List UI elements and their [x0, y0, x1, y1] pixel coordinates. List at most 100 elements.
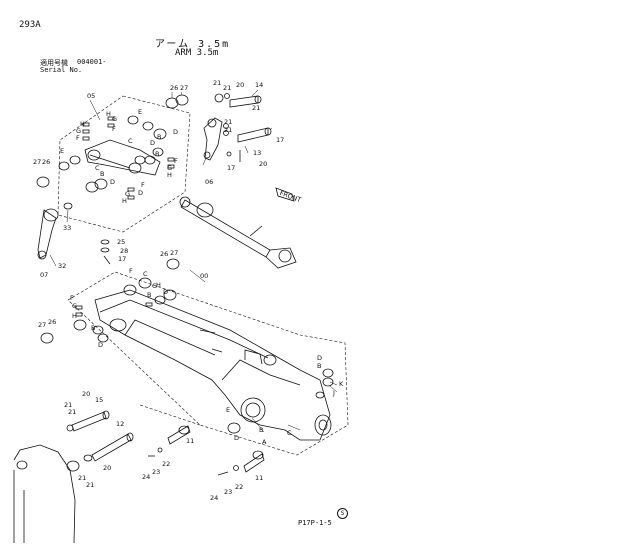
callout-B5: B — [91, 324, 95, 332]
callout-23a: 23 — [152, 468, 160, 476]
applicable-number: 004001- — [77, 58, 107, 66]
callout-21g: 21 — [68, 408, 76, 416]
footer-code: P17P-1-5 — [298, 519, 332, 527]
callout-20c: 20 — [82, 390, 90, 398]
callout-G6: G — [72, 302, 77, 310]
callout-group-00: 00 — [200, 272, 208, 280]
callout-E1: E — [138, 108, 142, 116]
callout-33: 33 — [63, 224, 71, 232]
callout-H4: H — [122, 197, 127, 205]
callout-D2: D — [150, 139, 155, 147]
group-00-box — [67, 271, 349, 456]
callout-21i: 21 — [86, 481, 94, 489]
callout-C4: C — [287, 429, 292, 437]
callout-17b: 17 — [227, 164, 235, 172]
callout-H6: H — [72, 312, 77, 320]
callout-group-05: 05 — [87, 92, 95, 100]
front-arrow — [275, 187, 295, 202]
callout-E3: E — [226, 406, 230, 414]
callout-15: 15 — [95, 396, 103, 404]
callout-G5: G — [152, 282, 157, 290]
bucket-cylinder — [179, 196, 297, 269]
callout-F1: F — [76, 134, 80, 142]
callout-20b: 20 — [259, 160, 267, 168]
callout-B6: B — [317, 362, 321, 370]
diagram-title-en: ARM 3.5m — [175, 48, 219, 58]
callout-F6: F — [70, 294, 74, 302]
serial-label: Serial No. — [40, 66, 83, 74]
callout-G2: G — [112, 115, 117, 123]
callout-G4: G — [125, 190, 130, 198]
callout-22b: 22 — [235, 483, 243, 491]
callout-G3: G — [167, 164, 172, 172]
callout-H1: H — [80, 120, 85, 128]
callout-labels: 05 00 06 07 26 27 21 21 20 14 21 21 21 1… — [33, 79, 344, 502]
callout-21: 21 — [213, 79, 221, 87]
callout-24a: 24 — [142, 473, 150, 481]
pin-11-upper — [148, 425, 191, 457]
callout-group-06: 06 — [205, 178, 213, 186]
callout-D7: D — [317, 354, 322, 362]
pin-15 — [66, 410, 110, 432]
callout-13: 13 — [253, 149, 261, 157]
callout-17: 17 — [276, 136, 284, 144]
callout-K: K — [339, 380, 344, 388]
callout-B7: B — [259, 426, 263, 434]
callout-20: 20 — [236, 81, 244, 89]
small-bolts-upper — [82, 116, 175, 200]
callout-G1: G — [76, 127, 81, 135]
callout-27: 27 — [180, 84, 188, 92]
callout-F5: F — [129, 267, 133, 275]
machine-frame-edge — [13, 444, 76, 544]
callout-H2: H — [106, 110, 111, 118]
callout-D4: D — [138, 189, 143, 197]
pin-12 — [66, 432, 134, 472]
callout-group-07: 07 — [40, 271, 48, 279]
arm-body — [94, 289, 332, 441]
callout-25: 25 — [117, 238, 125, 246]
pin-13 — [237, 127, 272, 143]
callout-27c: 27 — [170, 249, 178, 257]
footer-mark: S — [337, 508, 348, 519]
callout-C3: C — [143, 270, 148, 278]
group-05-box — [57, 95, 191, 233]
callout-D3: D — [110, 178, 115, 186]
arm-bushings — [40, 258, 334, 434]
callout-14: 14 — [255, 81, 263, 89]
callout-22a: 22 — [162, 460, 170, 468]
bolts-21 — [223, 93, 241, 162]
upper-bushings — [36, 94, 189, 193]
callout-F3: F — [174, 157, 178, 165]
callout-21e: 21 — [224, 126, 232, 134]
callout-17c: 17 — [118, 255, 126, 263]
callout-F2: F — [112, 125, 116, 133]
leader-lines — [49, 89, 338, 433]
callout-27b: 27 — [33, 158, 41, 166]
diagram-title-jp: アーム 3.5m — [155, 39, 231, 50]
page-code: 293A — [19, 20, 41, 30]
callout-D6: D — [98, 341, 103, 349]
link-06 — [203, 117, 223, 161]
callout-J: J — [332, 389, 335, 397]
callout-B3: B — [100, 170, 104, 178]
callout-28: 28 — [120, 247, 128, 255]
callout-26: 26 — [170, 84, 178, 92]
callout-D1: D — [173, 128, 178, 136]
callout-26b: 26 — [42, 158, 50, 166]
callout-24b: 24 — [210, 494, 218, 502]
pin-14 — [214, 93, 262, 108]
callout-H3: H — [167, 171, 172, 179]
callout-21b: 21 — [223, 84, 231, 92]
clamps-25-28 — [100, 239, 111, 265]
link-07 — [37, 202, 73, 260]
callout-26d: 26 — [48, 318, 56, 326]
callout-12: 12 — [116, 420, 124, 428]
callout-11b: 11 — [255, 474, 263, 482]
callout-20d: 20 — [103, 464, 111, 472]
callout-F4: F — [141, 181, 145, 189]
callout-21f: 21 — [64, 401, 72, 409]
callout-D8: D — [234, 434, 239, 442]
callout-A: A — [262, 438, 267, 446]
